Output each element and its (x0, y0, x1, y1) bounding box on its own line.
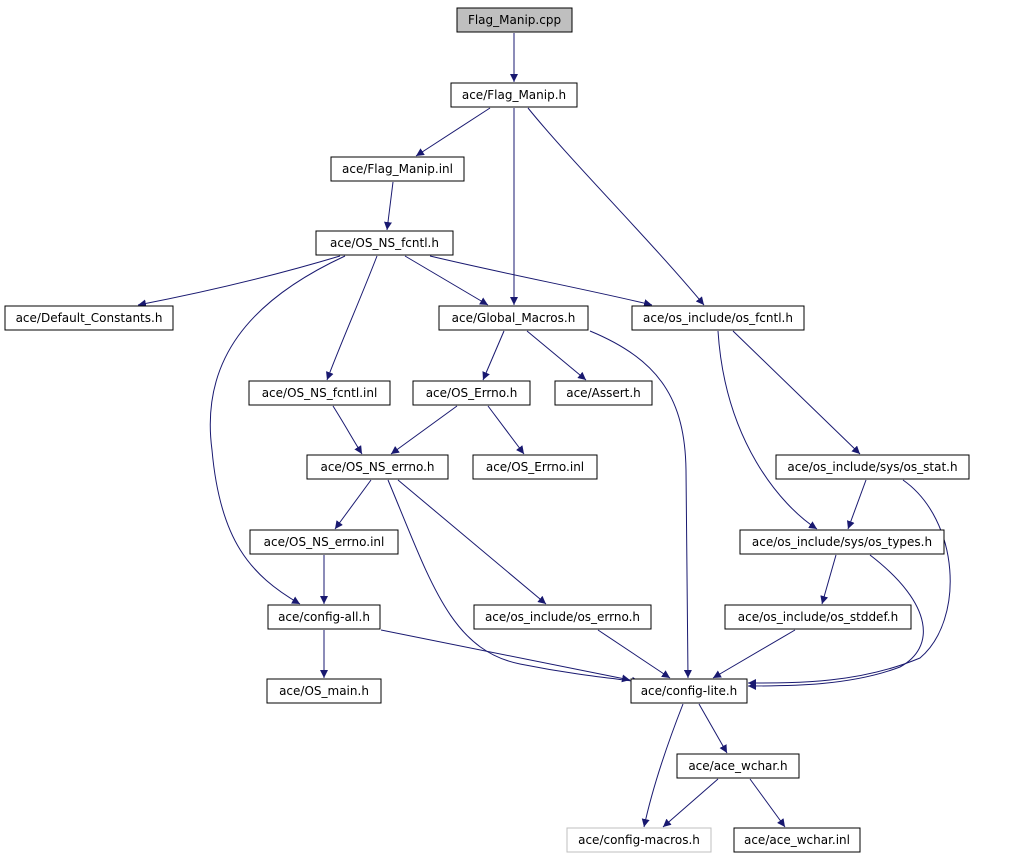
node-label: ace/ace_wchar.h (688, 759, 787, 773)
node-label: ace/Assert.h (566, 386, 641, 400)
node-label: ace/OS_NS_fcntl.inl (262, 386, 378, 400)
edge-ace-wchar-h-to-ace-wchar-inl (749, 778, 786, 828)
node-config-all[interactable]: ace/config-all.h (267, 604, 381, 630)
node-label: ace/config-macros.h (578, 833, 700, 847)
node-os-ns-errno-inl[interactable]: ace/OS_NS_errno.inl (249, 529, 399, 555)
edge-global-macros-to-config-lite (589, 330, 692, 679)
node-os-ns-fcntl-inl[interactable]: ace/OS_NS_fcntl.inl (248, 380, 391, 406)
edge-global-macros-to-assert-h (526, 330, 587, 381)
edges-layer (137, 33, 951, 828)
node-os-errno-inc[interactable]: ace/os_include/os_errno.h (473, 604, 652, 630)
node-label: ace/Flag_Manip.inl (342, 162, 453, 176)
edge-os-ns-errno-h-to-config-lite (387, 479, 641, 685)
node-flag-manip-h[interactable]: ace/Flag_Manip.h (450, 82, 578, 108)
edge-config-lite-to-config-macros (641, 703, 684, 828)
edge-global-macros-to-os-errno-h (482, 330, 505, 381)
node-os-errno-inl[interactable]: ace/OS_Errno.inl (472, 454, 598, 480)
node-label: ace/OS_NS_errno.h (320, 460, 434, 474)
edge-os-errno-h-to-os-ns-errno-h (390, 405, 458, 455)
edge-os-ns-fcntl-h-to-config-all (209, 255, 346, 605)
node-os-main[interactable]: ace/OS_main.h (266, 678, 382, 704)
edge-config-lite-to-ace-wchar-h (698, 703, 728, 754)
node-label: ace/OS_NS_fcntl.h (330, 236, 439, 250)
node-label: ace/config-lite.h (641, 684, 738, 698)
edge-os-ns-fcntl-h-to-default-constants (137, 255, 341, 308)
node-label: ace/OS_Errno.inl (486, 460, 584, 474)
edge-os-ns-fcntl-h-to-global-macros (404, 255, 489, 306)
edge-config-all-to-config-lite (380, 629, 631, 683)
node-label: ace/os_include/sys/os_stat.h (787, 460, 957, 474)
node-flag-manip-cpp[interactable]: Flag_Manip.cpp (456, 7, 573, 33)
node-os-fcntl[interactable]: ace/os_include/os_fcntl.h (631, 305, 805, 331)
node-label: ace/os_include/os_stddef.h (738, 610, 898, 624)
edge-ace-wchar-h-to-config-macros (662, 778, 719, 828)
edge-os-ns-fcntl-h-to-os-fcntl (429, 255, 653, 308)
node-label: ace/os_include/os_errno.h (485, 610, 640, 624)
edge-flag-manip-h-to-flag-manip-inl (415, 107, 491, 157)
node-label: ace/OS_Errno.h (426, 386, 518, 400)
node-label: ace/Flag_Manip.h (462, 88, 566, 102)
edge-os-fcntl-to-os-stat (732, 330, 861, 455)
edge-flag-manip-h-to-os-fcntl (527, 107, 705, 306)
node-label: ace/os_include/os_fcntl.h (643, 311, 793, 325)
node-os-types[interactable]: ace/os_include/sys/os_types.h (739, 529, 945, 555)
node-label: ace/Global_Macros.h (452, 311, 576, 325)
edge-os-stat-to-config-lite (747, 479, 951, 687)
node-flag-manip-inl[interactable]: ace/Flag_Manip.inl (330, 156, 465, 182)
node-label: Flag_Manip.cpp (468, 13, 561, 27)
node-os-stat[interactable]: ace/os_include/sys/os_stat.h (775, 454, 970, 480)
node-os-stddef[interactable]: ace/os_include/os_stddef.h (724, 604, 912, 630)
edge-os-ns-fcntl-inl-to-os-ns-errno-h (332, 405, 363, 455)
node-config-lite[interactable]: ace/config-lite.h (630, 678, 748, 704)
node-config-macros[interactable]: ace/config-macros.h (566, 827, 712, 853)
node-os-ns-errno-h[interactable]: ace/OS_NS_errno.h (306, 454, 449, 480)
edge-os-ns-errno-h-to-os-ns-errno-inl (334, 479, 372, 530)
edge-os-fcntl-to-os-types (717, 330, 818, 530)
edge-os-types-to-config-lite (747, 554, 924, 690)
edge-os-stat-to-os-types (847, 479, 867, 530)
node-ace-wchar-h[interactable]: ace/ace_wchar.h (676, 753, 800, 779)
node-ace-wchar-inl[interactable]: ace/ace_wchar.inl (733, 827, 861, 853)
edge-os-errno-inc-to-config-lite (597, 629, 671, 679)
edge-os-errno-h-to-os-errno-inl (487, 405, 525, 455)
node-assert-h[interactable]: ace/Assert.h (554, 380, 653, 406)
node-label: ace/ace_wchar.inl (744, 833, 850, 847)
node-label: ace/Default_Constants.h (16, 311, 163, 325)
node-label: ace/OS_NS_errno.inl (264, 535, 385, 549)
edge-flag-manip-inl-to-os-ns-fcntl-h (384, 181, 394, 231)
nodes-layer: Flag_Manip.cpp ace/Flag_Manip.h ace/Flag… (4, 7, 970, 853)
edge-os-types-to-os-stddef (820, 554, 837, 605)
node-global-macros[interactable]: ace/Global_Macros.h (438, 305, 589, 331)
node-os-errno-h[interactable]: ace/OS_Errno.h (412, 380, 531, 406)
edge-os-ns-errno-h-to-os-errno-inc (397, 479, 547, 605)
node-label: ace/os_include/sys/os_types.h (752, 535, 932, 549)
node-label: ace/OS_main.h (279, 684, 369, 698)
node-os-ns-fcntl-h[interactable]: ace/OS_NS_fcntl.h (315, 230, 454, 256)
edge-os-stddef-to-config-lite (712, 629, 796, 679)
edge-os-ns-fcntl-h-to-os-ns-fcntl-inl (326, 255, 378, 381)
node-label: ace/config-all.h (278, 610, 370, 624)
node-default-constants[interactable]: ace/Default_Constants.h (4, 305, 174, 331)
